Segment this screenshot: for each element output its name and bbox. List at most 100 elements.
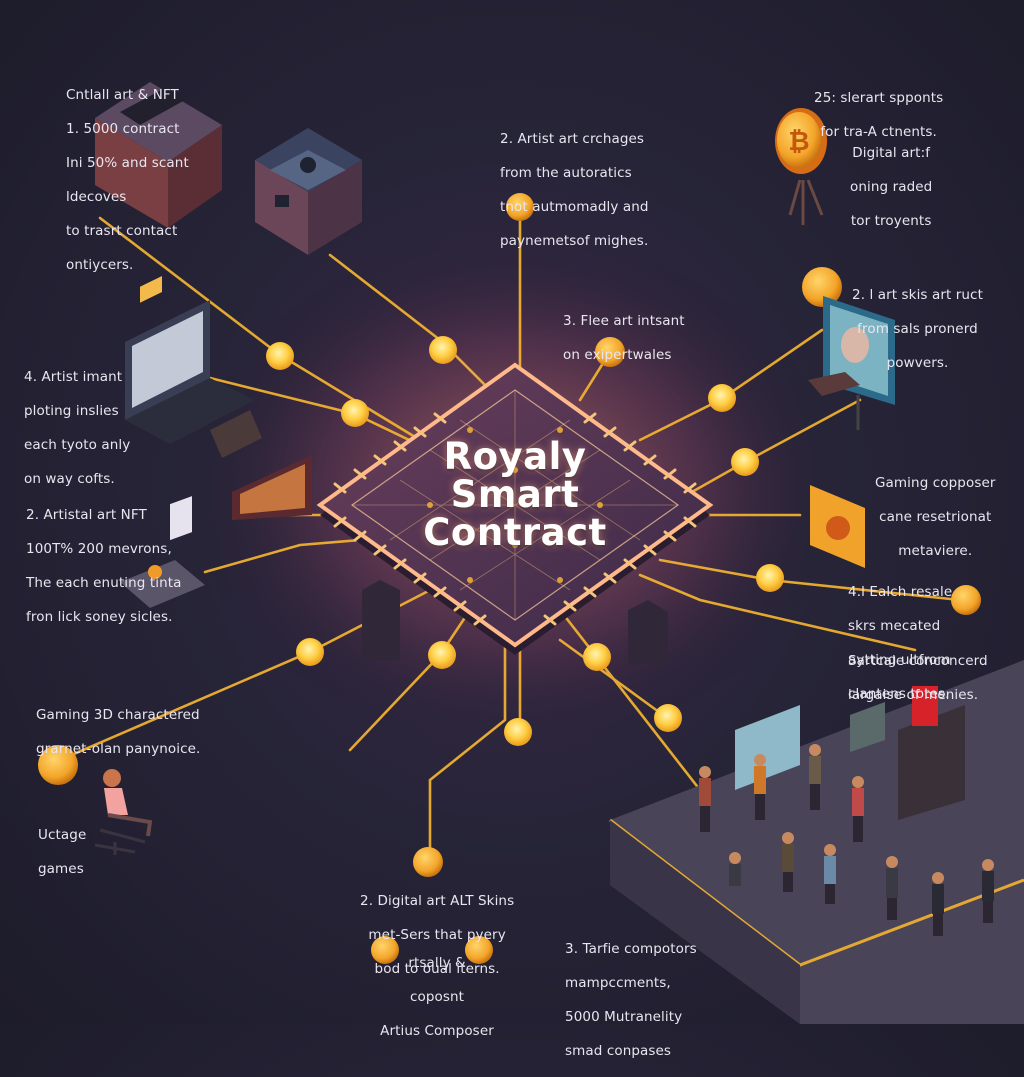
coin-icon xyxy=(371,936,399,964)
server-cube-icon xyxy=(95,82,222,228)
label-line: from the autoratics xyxy=(500,165,632,181)
trace-node xyxy=(429,336,457,364)
label-line: ldecoves xyxy=(66,189,127,205)
label-line: skrs mecated xyxy=(848,618,941,634)
laptop-icon xyxy=(125,275,262,458)
label-line: cane resetrionat xyxy=(879,509,992,525)
label-line: The each enuting tinta xyxy=(26,575,182,591)
label-line: aytting ultfrom xyxy=(848,652,951,668)
label-line: Digital art:f xyxy=(852,145,931,161)
label-line: Gaming copposer xyxy=(875,475,996,491)
label-line: tor troyents xyxy=(850,213,932,229)
contract-title: Royaly Smart Contract xyxy=(380,438,650,552)
label-line: fron lick soney sicles. xyxy=(26,609,173,625)
label-line: to trasrt contact xyxy=(66,223,178,239)
label-line: 2. l art skis art ruct xyxy=(852,287,983,303)
metaverse-platform xyxy=(609,660,1024,1024)
trace-node xyxy=(583,643,611,671)
label-line: 25: slerart spponts xyxy=(814,90,944,106)
trace-node xyxy=(708,384,736,412)
label-line: largaise of menies. xyxy=(848,687,979,703)
trace-nodes xyxy=(266,336,784,746)
label-line: grarnet-olan panynoice. xyxy=(36,741,201,757)
person-seated-icon xyxy=(94,769,153,855)
coin-icon xyxy=(465,936,493,964)
trace-node xyxy=(341,399,369,427)
label-line: paynemetsof mighes. xyxy=(500,233,649,249)
label-line: 4. Artist imant xyxy=(24,369,123,385)
royalty-diagram: ₿ xyxy=(38,82,1024,1024)
label-line: 1. 5000 contract xyxy=(66,121,180,137)
game-card-icon xyxy=(810,485,865,568)
coin-icon xyxy=(506,193,534,221)
label-line: Cntlall art & NFT xyxy=(66,87,179,103)
label-line: powvers. xyxy=(886,355,949,371)
label-center-upper: 3. Flee art intsant on exipertwales xyxy=(563,296,685,381)
svg-text:₿: ₿ xyxy=(788,127,809,157)
coin-icon xyxy=(38,745,78,785)
label-line: 5000 Mutranelity xyxy=(565,1009,683,1025)
label-line: metaviere. xyxy=(898,543,973,559)
label-line: Uctage xyxy=(38,827,87,843)
label-line: tnot autmomadly and xyxy=(500,199,649,215)
label-line: 4.l Ealch resale xyxy=(848,584,953,600)
trace-node xyxy=(504,718,532,746)
label-line: Artius Composer xyxy=(380,1023,494,1039)
trace-node xyxy=(756,564,784,592)
title-line: Royaly xyxy=(443,435,587,478)
label-line: on exipertwales xyxy=(563,347,672,363)
coin-stand-icon: ₿ xyxy=(775,108,827,225)
character-figure-icon xyxy=(120,455,312,608)
label-line: Sartcale conconcerd xyxy=(848,653,988,669)
glass-cube-icon xyxy=(255,128,362,255)
label-left-2: 2. Artistal art NFT 100T% 200 mevrons, T… xyxy=(26,490,182,643)
character-figure-icon xyxy=(699,744,994,936)
label-bottom-left-coins: rtsally & coposnt Artius Composer xyxy=(372,938,502,1057)
coin-icon xyxy=(413,847,443,877)
label-bottom-center: 2. Digital art ALT Skins met-Sers that p… xyxy=(360,876,514,995)
label-right-2: Gaming copposer cane resetrionat metavie… xyxy=(875,458,996,577)
trace-node xyxy=(266,342,294,370)
label-line: from sals pronerd xyxy=(857,321,978,337)
label-top-right-b: Digital art:f oning raded tor troyents xyxy=(850,128,932,247)
server-tower-icon xyxy=(362,580,400,660)
label-line: 3. Tarfie compotors xyxy=(565,941,697,957)
label-line: for tra-A ctnents. xyxy=(820,124,937,140)
title-line: Smart xyxy=(450,473,580,516)
coin-icon xyxy=(951,585,981,615)
label-line: bod to oual iterns. xyxy=(374,961,500,977)
label-line: oning raded xyxy=(850,179,933,195)
label-line: Gaming 3D charactered xyxy=(36,707,200,723)
label-left-1: 4. Artist imant ploting inslies each tyo… xyxy=(24,352,130,505)
chip-icon xyxy=(316,362,714,655)
label-bottom-right: 3. Tarfie compotors mampccments, 5000 Mu… xyxy=(565,924,697,1077)
label-line: met-Sers that pyery xyxy=(368,927,506,943)
label-line: 2. Digital art ALT Skins xyxy=(360,893,515,909)
coin-icon xyxy=(595,337,625,367)
label-right-1: 2. l art skis art ruct from sals pronerd… xyxy=(852,270,983,389)
server-tower-icon xyxy=(628,600,668,665)
label-line: mampccments, xyxy=(565,975,671,991)
label-line: on way cofts. xyxy=(24,471,115,487)
trace-node xyxy=(296,638,324,666)
label-line: 2. Artistal art NFT xyxy=(26,507,147,523)
label-line: 100T% 200 mevrons, xyxy=(26,541,172,557)
label-line: 2. Artist art crchages xyxy=(500,131,645,147)
coin-icon xyxy=(802,267,842,307)
label-line: Ini 50% and scant xyxy=(66,155,189,171)
label-line: ploting inslies xyxy=(24,403,119,419)
label-line: smad conpases xyxy=(565,1043,672,1059)
label-top-left: Cntlall art & NFT 1. 5000 contract Ini 5… xyxy=(66,70,189,291)
label-line: 3. Flee art intsant xyxy=(563,313,685,329)
label-line: clantens totes. xyxy=(848,686,950,702)
trace-node xyxy=(428,641,456,669)
label-top-right-a: 25: slerart spponts for tra-A ctnents. xyxy=(814,73,943,158)
label-line: rtsally & xyxy=(408,955,466,971)
monitor-icon xyxy=(808,296,895,430)
title-line: Contract xyxy=(423,511,607,554)
label-left-3: Gaming 3D charactered grarnet-olan panyn… xyxy=(36,690,200,775)
label-line: coposnt xyxy=(409,989,465,1005)
trace-node xyxy=(731,448,759,476)
trace-node xyxy=(654,704,682,732)
label-line: games xyxy=(38,861,84,877)
